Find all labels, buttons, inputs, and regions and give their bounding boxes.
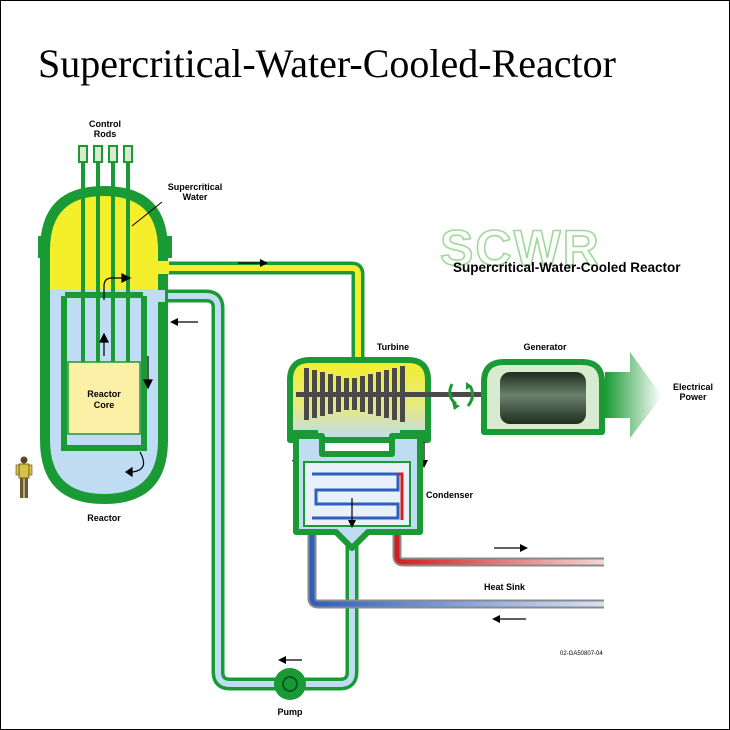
page-title: Supercritical-Water-Cooled-Reactor — [38, 41, 616, 86]
reactor-flow-arrows — [99, 273, 153, 478]
figure-id: 02-GA50807-04 — [560, 651, 603, 657]
label-control-rods-1: Control — [89, 119, 121, 129]
generator-rotor — [500, 372, 586, 424]
control-rod-drives — [78, 145, 133, 186]
label-condenser: Condenser — [426, 490, 474, 500]
control-rod — [126, 186, 130, 362]
label-generator: Generator — [523, 342, 567, 352]
reactor-vessel — [38, 145, 172, 504]
label-pump: Pump — [277, 707, 303, 717]
control-rod — [96, 186, 100, 362]
pump — [274, 668, 306, 700]
condenser — [293, 433, 423, 551]
electrical-power-arrow — [605, 352, 662, 438]
reactor-core — [67, 361, 141, 435]
turbine — [287, 357, 496, 468]
logo-full-name: Supercritical-Water-Cooled Reactor — [453, 260, 681, 275]
label-supercritical-water-1: Supercritical — [168, 182, 223, 192]
label-turbine: Turbine — [377, 342, 409, 352]
label-electrical-power-1: Electrical — [673, 382, 713, 392]
label-reactor: Reactor — [87, 513, 121, 523]
control-rod — [111, 186, 115, 362]
label-heat-sink: Heat Sink — [484, 582, 526, 592]
heat-sink-hot-pipe — [392, 500, 604, 567]
label-control-rods-2: Rods — [94, 129, 117, 139]
pipes — [155, 261, 604, 691]
supercritical-steam-pipe — [160, 261, 365, 360]
shaft-rotation-icon — [448, 383, 475, 407]
supercritical-water-pointer — [131, 201, 163, 227]
person-scale-icon — [15, 456, 33, 498]
logo-acronym: SCWR — [440, 220, 601, 276]
condenser-coils — [312, 472, 404, 520]
control-rod — [81, 186, 85, 362]
pipe-flow-arrows — [170, 259, 528, 664]
label-reactor-core-1: Reactor — [87, 389, 121, 399]
label-supercritical-water-2: Water — [183, 192, 208, 202]
turbine-shaft — [296, 392, 496, 397]
generator — [481, 359, 605, 435]
label-electrical-power-2: Power — [679, 392, 707, 402]
diagram-labels: Control Rods Supercritical Water Reactor… — [87, 119, 713, 717]
label-reactor-core-2: Core — [94, 400, 115, 410]
scwr-logo: SCWR Supercritical-Water-Cooled Reactor — [439, 219, 681, 277]
